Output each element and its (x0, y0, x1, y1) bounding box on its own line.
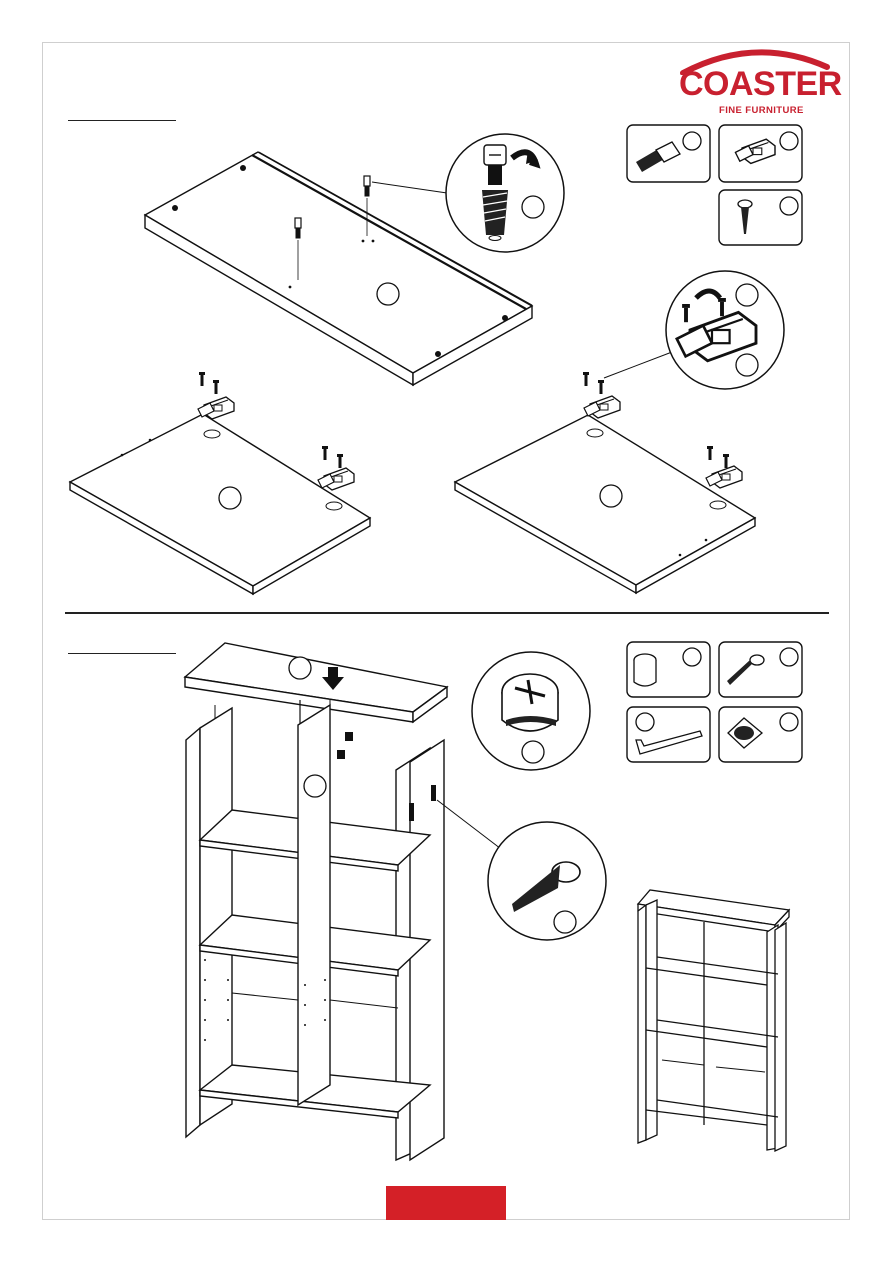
part-marker (289, 657, 311, 679)
finished-cabinet-drawing (638, 890, 789, 1151)
part-marker (304, 775, 326, 797)
parts-box-connector-bolt (719, 642, 802, 697)
parts-box-cam-dowel (627, 125, 710, 182)
parts-box-cam-lock (627, 642, 710, 697)
cam-lock-icon (337, 732, 353, 759)
bolt-zoom (488, 822, 606, 940)
parts-box-felt-pad (719, 707, 802, 762)
cam-dowel-zoom (446, 134, 564, 252)
hinge-zoom (666, 271, 784, 389)
door-panel-left (70, 372, 370, 594)
parts-box-wood-screw (719, 190, 802, 245)
cam-lock-zoom (472, 652, 590, 770)
cabinet-assembly-drawing (185, 643, 447, 1160)
page-number-bar (386, 1186, 506, 1220)
door-panel-right (455, 372, 755, 593)
parts-box-hinge (719, 125, 802, 182)
parts-box-allen-key (627, 707, 710, 762)
part-marker (377, 283, 399, 305)
